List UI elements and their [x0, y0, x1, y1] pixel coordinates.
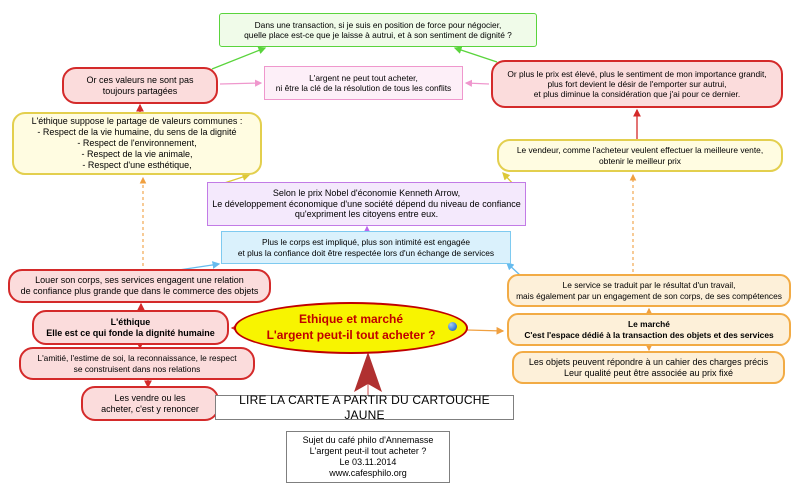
edge-service-to-corps [506, 262, 522, 277]
edge-central-to-marche [466, 326, 505, 335]
node-vendeur-acheteur[interactable]: Le vendeur, comme l'acheteur veulent eff… [497, 139, 783, 172]
node-prix-eleve[interactable]: Or plus le prix est élevé, plus le senti… [491, 60, 783, 108]
node-central-topic[interactable]: Ethique et marché L'argent peut-il tout … [234, 302, 468, 354]
node-ethique-valeurs[interactable]: L'éthique suppose le partage de valeurs … [12, 112, 262, 175]
node-service-travail[interactable]: Le service se traduit par le résultat d'… [507, 274, 791, 307]
node-objets-cahier[interactable]: Les objets peuvent répondre à un cahier … [512, 351, 785, 384]
node-amitie[interactable]: L'amitié, l'estime de soi, la reconnaiss… [19, 347, 255, 380]
edge-valeurs-to-argent [219, 79, 263, 87]
globe-icon [448, 322, 457, 331]
node-ethique-dignite[interactable]: L'éthique Elle est ce qui fonde la digni… [32, 310, 229, 345]
edge-prix-to-question [453, 46, 498, 63]
node-argent-ne-peut[interactable]: L'argent ne peut tout acheter, ni être l… [264, 66, 463, 100]
pointer-arrow-icon [354, 352, 382, 392]
edge-prix-to-argent [464, 79, 490, 87]
node-top-question[interactable]: Dans une transaction, si je suis en posi… [219, 13, 537, 47]
cartouche-info-box: Sujet du café philo d'Annemasse L'argent… [286, 431, 450, 483]
node-corps-implique[interactable]: Plus le corps est impliqué, plus son int… [221, 231, 511, 264]
node-le-marche[interactable]: Le marché C'est l'espace dédié à la tran… [507, 313, 791, 346]
node-valeurs-non-partagees[interactable]: Or ces valeurs ne sont pas toujours part… [62, 67, 218, 104]
edge-valeurs-to-question [211, 46, 267, 70]
node-kenneth-arrow[interactable]: Selon le prix Nobel d'économie Kenneth A… [207, 182, 526, 226]
node-louer-corps[interactable]: Louer son corps, ses services engagent u… [8, 269, 271, 303]
legend-lire-carte: LIRE LA CARTE A PARTIR DU CARTOUCHE JAUN… [215, 393, 514, 422]
node-vendre-renoncer[interactable]: Les vendre ou les acheter, c'est y renon… [81, 386, 219, 421]
